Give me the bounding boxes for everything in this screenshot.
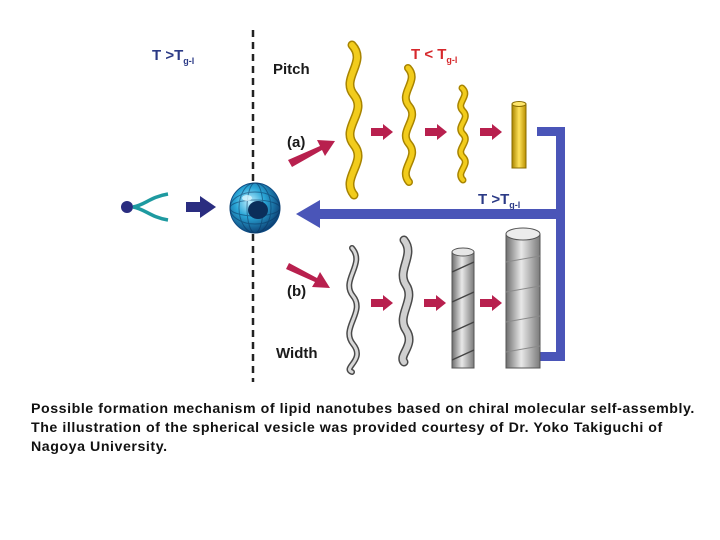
arrow-b-2	[424, 295, 446, 311]
label-width: Width	[276, 345, 318, 362]
arrow-a-1	[371, 124, 393, 140]
formation-mechanism-diagram: T >Tg-l T < Tg-l T >Tg-l Pitch Width (a)…	[121, 30, 565, 382]
tube-gray	[505, 227, 541, 369]
tube-yellow	[511, 101, 527, 169]
arrow-a-2	[425, 124, 447, 140]
helix-yellow-1	[345, 40, 363, 200]
label-path-b: (b)	[287, 283, 306, 300]
arrow-b-3	[480, 295, 502, 311]
arrow-b-1	[371, 295, 393, 311]
figure-caption: Possible formation mechanism of lipid na…	[31, 401, 695, 455]
arrow-path-a	[288, 140, 335, 167]
arrow-to-vesicle	[186, 196, 216, 218]
label-t-above-left: T >Tg-l	[152, 47, 194, 66]
spherical-vesicle	[229, 182, 281, 234]
label-t-above-mid: T >Tg-l	[478, 191, 520, 210]
arrow-path-b	[286, 263, 330, 288]
helix-gray-3	[451, 247, 475, 369]
lipid-molecule	[121, 192, 169, 222]
label-path-a: (a)	[287, 134, 305, 151]
helix-gray-2	[398, 235, 414, 367]
return-bracket-arrow	[296, 127, 565, 361]
arrow-a-3	[480, 124, 502, 140]
label-t-below: T < Tg-l	[411, 46, 457, 65]
arrows-row-b	[371, 295, 502, 311]
helix-gray-1	[346, 245, 360, 375]
arrows-row-a	[371, 124, 502, 140]
helix-yellow-2	[401, 64, 417, 186]
label-pitch: Pitch	[273, 61, 310, 78]
helix-yellow-3	[457, 84, 469, 184]
